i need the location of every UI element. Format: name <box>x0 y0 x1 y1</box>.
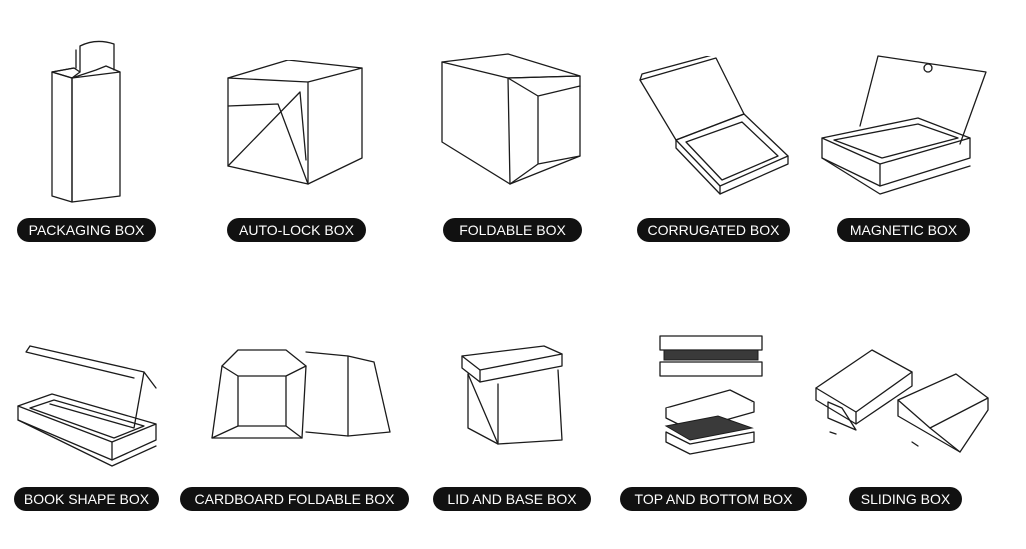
packaging-box-icon <box>46 36 126 206</box>
cardboard-foldable-box-icon <box>208 346 394 444</box>
box-label: FOLDABLE BOX <box>443 218 582 242</box>
box-label: CORRUGATED BOX <box>637 218 790 242</box>
box-label: TOP AND BOTTOM BOX <box>620 487 807 511</box>
sliding-box-icon <box>812 346 992 458</box>
box-label: MAGNETIC BOX <box>837 218 970 242</box>
box-label: LID AND BASE BOX <box>433 487 591 511</box>
auto-lock-box-icon <box>224 60 368 190</box>
foldable-box-icon <box>438 52 584 188</box>
lid-and-base-box-icon <box>458 340 568 450</box>
box-label: CARDBOARD FOLDABLE BOX <box>180 487 409 511</box>
box-label: BOOK SHAPE BOX <box>14 487 159 511</box>
magnetic-box-icon <box>820 54 990 204</box>
box-label: PACKAGING BOX <box>17 218 156 242</box>
top-and-bottom-box-icon <box>656 332 766 456</box>
box-label: SLIDING BOX <box>849 487 962 511</box>
box-label: AUTO-LOCK BOX <box>227 218 366 242</box>
book-shape-box-icon <box>14 344 160 468</box>
corrugated-box-icon <box>636 56 792 198</box>
